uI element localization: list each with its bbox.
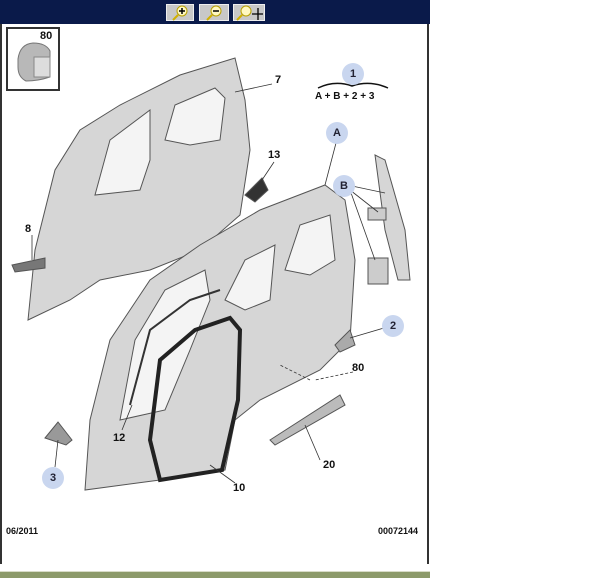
callout-3: 3 [42,467,64,489]
inset-label: 80 [40,30,53,42]
label-8: 8 [25,223,32,235]
callout-A: A [326,122,348,144]
zoom-out-button[interactable] [199,4,229,21]
clip-part-icon [17,42,51,82]
bottom-bar [0,571,430,578]
callout-2: 2 [382,315,404,337]
formula-text: A + B + 2 + 3 [315,91,375,102]
zoom-out-icon [206,5,222,21]
part-2 [334,329,356,353]
label-13: 13 [268,149,281,161]
door-seal-10 [147,315,243,483]
callout-1: 1 [342,63,364,85]
body-side-drawing [11,57,411,491]
part-3 [44,421,73,446]
trim-20 [269,394,346,446]
toolbar [0,0,430,24]
pillar-B [374,154,411,281]
label-12: 12 [113,432,126,444]
label-10: 10 [233,482,246,494]
seal-12 [129,289,221,406]
callout-B: B [333,175,355,197]
pan-zoom-icon [236,5,263,21]
part-80-inset: 80 [6,27,60,91]
pan-button[interactable] [233,4,265,21]
part-8 [11,257,46,273]
part-13 [244,177,269,203]
zoom-in-button[interactable] [166,4,194,21]
footer-ref: 00072144 [378,526,419,536]
zoom-in-icon [172,5,188,21]
footer-date: 06/2011 [6,526,39,536]
label-80: 80 [352,362,365,374]
label-20: 20 [323,459,336,471]
label-7: 7 [275,74,282,86]
diagram-frame [0,0,429,564]
